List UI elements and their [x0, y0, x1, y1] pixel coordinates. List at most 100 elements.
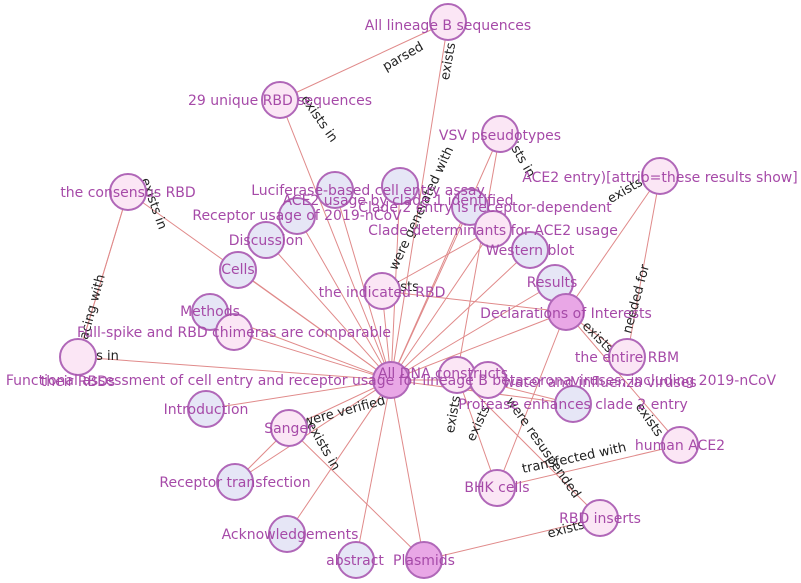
edge-n21-n8 [334, 189, 392, 381]
edge-n21-n12 [237, 269, 392, 381]
edge-n21-n18 [233, 331, 392, 381]
edge-n21-n11 [390, 228, 494, 381]
graph-node[interactable] [187, 390, 225, 428]
graph-node[interactable] [219, 251, 257, 289]
edge-n19-n4 [626, 175, 661, 358]
edge-n21-n2 [279, 99, 392, 381]
edge-n21-n17 [390, 311, 567, 381]
edge-n21-n7 [296, 215, 392, 381]
node-label: Western blot [486, 243, 575, 259]
node-label: BHK cells [464, 480, 529, 496]
node-label: Introduction [164, 402, 249, 418]
edge-n14-n17 [381, 290, 567, 313]
graph-node[interactable] [481, 115, 519, 153]
node-label: the indicated RBD [319, 285, 446, 301]
edge-n21-n3 [390, 133, 501, 381]
node-label: Plasmids [393, 553, 455, 569]
edge-n2-n1 [279, 21, 449, 101]
edge-n17-n4 [565, 175, 661, 313]
edge-n21-n1 [390, 21, 449, 381]
node-label: 29 unique RBD sequences [188, 93, 372, 109]
graph-node[interactable] [270, 409, 308, 447]
graph-node[interactable] [337, 541, 375, 579]
node-labels-layer: All lineage B sequences 29 unique RBD seq… [6, 18, 798, 569]
edge-label: needed for [620, 262, 653, 335]
graph-node[interactable] [247, 221, 285, 259]
nodes-layer [59, 3, 699, 579]
graph-node[interactable] [661, 426, 699, 464]
edge-n21-n15 [390, 282, 556, 381]
edge-n21-n24 [205, 379, 392, 410]
node-label: the entire RBM [575, 350, 679, 366]
node-label: Acknowledgements [222, 527, 359, 543]
graph-node[interactable] [59, 338, 97, 376]
edge-label: exists [438, 41, 459, 81]
node-label: Results [527, 275, 578, 291]
node-label: All lineage B sequences [365, 18, 531, 34]
edge-n21-n31 [286, 379, 392, 535]
node-label: ACE2 entry)[attrib=these results show] [522, 170, 797, 186]
node-label: ACE2 usage by clade 1 identified [282, 193, 513, 209]
graph-node[interactable] [581, 499, 619, 537]
edge-n21-n13 [390, 249, 531, 381]
graph-node[interactable] [215, 313, 253, 351]
node-label: Sanger [264, 421, 314, 437]
graph-node[interactable] [511, 231, 549, 269]
node-label: RBD inserts [559, 511, 641, 527]
graph-node[interactable] [547, 293, 585, 331]
node-label: Protease enhances clade 2 entry [458, 397, 688, 413]
node-label: All DNA constructs [378, 366, 508, 382]
node-label: Receptor transfection [159, 475, 310, 491]
graph-node[interactable] [554, 385, 592, 423]
edge-n17-n28 [496, 311, 567, 489]
edge-n21-n10 [265, 239, 392, 381]
node-label: VSV pseudotypes [439, 128, 561, 144]
graph-node[interactable] [363, 272, 401, 310]
graph-node[interactable] [451, 188, 489, 226]
edge-n22-n28 [456, 374, 498, 489]
edges-layer [77, 21, 681, 561]
node-label: Clade 2 entry is receptor-dependent [358, 200, 612, 216]
edge-n17-n27 [565, 311, 681, 446]
node-label: Functional assessment of cell entry and … [6, 373, 777, 389]
node-label: abstract [326, 553, 384, 569]
node-label: Clade determinants for ACE2 usage [368, 223, 618, 239]
node-label: Methods [180, 304, 240, 320]
graph-node[interactable] [478, 469, 516, 507]
edge-n21-n9 [390, 206, 471, 381]
graph-node[interactable] [608, 338, 646, 376]
graph-node[interactable] [429, 3, 467, 41]
edge-n21-n33 [390, 379, 425, 561]
edge-n14-n11 [381, 228, 494, 292]
node-label: the consensus RBD [60, 185, 195, 201]
graph-node[interactable] [261, 81, 299, 119]
edge-label: parsed [380, 39, 426, 74]
edge-n21-n32 [355, 379, 392, 561]
edge-n28-n27 [496, 444, 681, 489]
graph-node[interactable] [109, 173, 147, 211]
graph-node[interactable] [372, 361, 410, 399]
graph-node[interactable] [216, 463, 254, 501]
node-label: Full-spike and RBD chimeras are comparab… [77, 325, 391, 341]
graph-node[interactable] [474, 210, 512, 248]
node-label: water and influenza viruses [503, 375, 696, 391]
graph-node[interactable] [268, 515, 306, 553]
graph-node[interactable] [278, 197, 316, 235]
node-label: Luciferase-based cell entry assay [251, 183, 485, 199]
graph-node[interactable] [381, 167, 419, 205]
node-label: Declarations of Interests [480, 306, 652, 322]
node-label: Cells [221, 262, 254, 278]
edge-n33-n30 [423, 517, 601, 561]
node-label: human ACE2 [635, 438, 725, 454]
graph-node[interactable] [316, 171, 354, 209]
node-label: Discussion [229, 233, 303, 249]
graph-node[interactable] [469, 361, 507, 399]
graph-node[interactable] [641, 157, 679, 195]
node-label: their RBDs [41, 374, 115, 390]
graph-node[interactable] [405, 541, 443, 579]
edge-n21-n20 [77, 356, 392, 381]
edge-n21-n29 [234, 379, 392, 483]
edge-label: exists [443, 394, 464, 434]
edge-n22-n3 [456, 133, 501, 376]
